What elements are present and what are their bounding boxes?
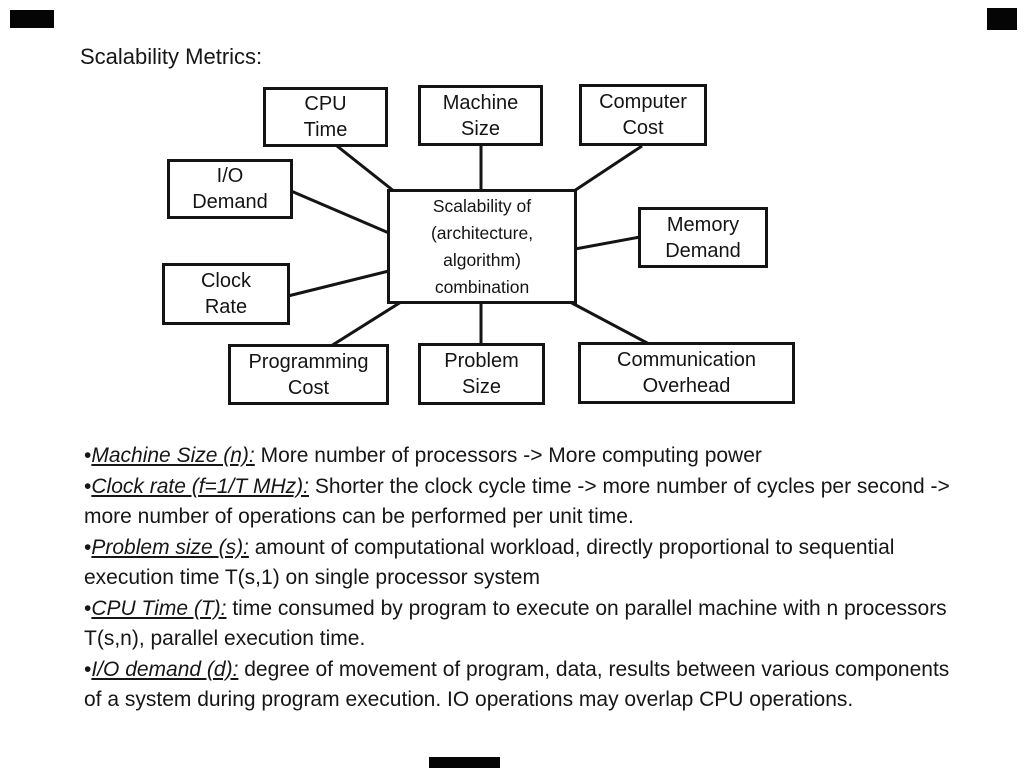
bullet-body: amount of computational workload, direct… <box>84 535 895 590</box>
bullet-io-demand: •I/O demand (d): degree of movement of p… <box>84 655 959 716</box>
bullet-machine-size: •Machine Size (n): More number of proces… <box>84 441 959 472</box>
bullet-marker: • <box>84 657 92 681</box>
bullet-body: More number of processors -> More comput… <box>254 444 762 467</box>
bullet-term: I/O demand (d): <box>91 657 239 681</box>
bullet-term: Problem size (s): <box>91 535 249 559</box>
definitions-text-block: •Machine Size (n): More number of proces… <box>84 441 959 716</box>
bullet-term: CPU Time (T): <box>91 596 227 620</box>
page-title: Scalability Metrics: <box>80 44 263 69</box>
node-cpu-time: CPU Time <box>263 87 388 147</box>
bullet-term: Machine Size (n): <box>91 444 255 467</box>
bullet-body: Shorter the clock cycle time -> more num… <box>84 474 950 529</box>
node-io-demand: I/O Demand <box>167 159 293 219</box>
connector-computer-cost <box>573 144 643 193</box>
node-programming-cost: Programming Cost <box>228 344 389 405</box>
node-scalability-center: Scalability of (architecture, algorithm)… <box>387 189 577 304</box>
node-problem-size: Problem Size <box>418 343 545 405</box>
bullet-body: degree of movement of program, data, res… <box>84 657 950 712</box>
redaction-box-top-right <box>987 8 1017 30</box>
redaction-box-top-left <box>10 10 54 28</box>
bullet-body: time consumed by program to execute on p… <box>84 596 947 651</box>
connector-communication-overhead <box>569 300 650 346</box>
bullet-clock-rate: •Clock rate (f=1/T MHz): Shorter the clo… <box>84 472 959 533</box>
connector-memory-demand <box>574 235 641 251</box>
connector-programming-cost <box>330 300 402 348</box>
bullet-term: Clock rate (f=1/T MHz): <box>91 474 309 498</box>
bullet-marker: • <box>84 596 92 620</box>
node-computer-cost: Computer Cost <box>579 84 707 146</box>
bullet-problem-size: •Problem size (s): amount of computation… <box>84 533 959 594</box>
node-clock-rate: Clock Rate <box>162 263 290 325</box>
node-machine-size: Machine Size <box>418 85 543 146</box>
node-communication-overhead: Communication Overhead <box>578 342 795 404</box>
redaction-box-bottom-center <box>429 757 500 768</box>
node-memory-demand: Memory Demand <box>638 207 768 268</box>
connector-io-demand <box>290 189 390 235</box>
connector-cpu-time <box>336 144 396 194</box>
bullet-marker: • <box>84 535 92 559</box>
bullet-marker: • <box>84 474 92 498</box>
connector-clock-rate <box>287 269 390 298</box>
bullet-cpu-time: •CPU Time (T): time consumed by program … <box>84 594 959 655</box>
bullet-marker: • <box>84 444 92 467</box>
